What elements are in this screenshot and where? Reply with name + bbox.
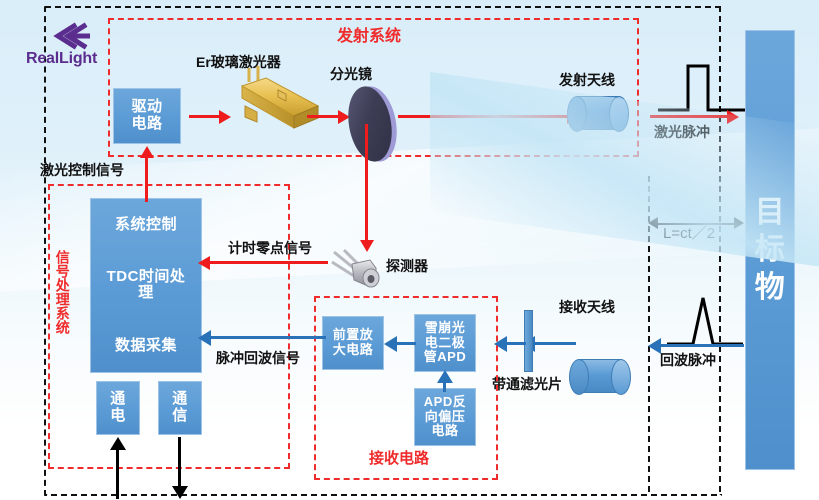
free-space-reference-line bbox=[648, 176, 650, 492]
square-pulse-waveform-icon bbox=[658, 64, 760, 112]
beam-splitter-disc-icon bbox=[348, 86, 397, 162]
comm-block: 通 信 bbox=[158, 381, 202, 435]
signal-processing-system-label: 信号处理系统 bbox=[54, 250, 71, 334]
bandpass-filter-label: 带通滤光片 bbox=[492, 376, 562, 392]
laser-control-signal-label: 激光控制信号 bbox=[40, 162, 124, 178]
arrow-drive-to-laser bbox=[189, 110, 231, 124]
arrow-apd-to-preamp bbox=[384, 336, 416, 352]
beam-splitter-label: 分光镜 bbox=[330, 66, 372, 82]
power-line1: 通 bbox=[110, 390, 126, 408]
receiving-circuit-label: 接收电路 bbox=[369, 450, 430, 467]
arrow-echo-pulse-in bbox=[648, 338, 744, 354]
laser-pulse-label: 激光脉冲 bbox=[654, 124, 710, 140]
system-control-block: 系统控制 TDC时间处 理 数据采集 bbox=[90, 198, 202, 373]
arrow-splitter-to-antenna bbox=[398, 110, 580, 124]
data-acquisition-label: 数据采集 bbox=[114, 336, 177, 354]
double-chevron-left-icon bbox=[53, 22, 90, 50]
drive-circuit-line2: 电路 bbox=[131, 115, 163, 132]
apd-bias-line3: 电路 bbox=[431, 423, 459, 439]
arrow-comm-out bbox=[172, 437, 188, 499]
arrow-filter-to-apd bbox=[494, 336, 526, 352]
photodetector-icon bbox=[331, 248, 380, 288]
system-boundary-dashed bbox=[44, 6, 722, 496]
arrow-timing-zero-signal bbox=[198, 256, 328, 270]
timing-zero-signal-label: 计时零点信号 bbox=[228, 240, 312, 256]
drive-circuit-line1: 驱动 bbox=[131, 98, 163, 116]
preamp-block: 前置放 大电路 bbox=[322, 316, 384, 370]
target-line1: 目 bbox=[754, 195, 786, 229]
laser-diode-icon bbox=[240, 66, 320, 129]
power-line2: 电 bbox=[110, 407, 126, 424]
signal-processing-system-group bbox=[48, 184, 290, 469]
target-line3: 物 bbox=[754, 270, 786, 304]
arrow-splitter-to-detector bbox=[360, 124, 374, 252]
power-block: 通 电 bbox=[96, 381, 140, 435]
apd-bias-line2: 向偏压 bbox=[424, 408, 466, 424]
transmit-antenna-icon bbox=[567, 96, 629, 132]
receive-antenna-label: 接收天线 bbox=[559, 299, 615, 315]
emission-system-label: 发射系统 bbox=[337, 28, 402, 45]
receive-antenna-icon bbox=[569, 359, 631, 395]
comm-line1: 通 bbox=[172, 390, 188, 408]
range-dimension bbox=[648, 212, 748, 236]
system-control-label: 系统控制 bbox=[114, 215, 177, 233]
preamp-line2: 大电路 bbox=[332, 342, 374, 357]
apd-block: 雪崩光 电二极 管APD bbox=[414, 314, 476, 372]
target-line2: 标 bbox=[754, 233, 786, 267]
apd-line3: 管APD bbox=[423, 349, 467, 365]
arrow-bias-to-apd bbox=[437, 370, 453, 392]
pulse-echo-signal-label: 脉冲回波信号 bbox=[216, 350, 300, 366]
arrow-laser-control-signal bbox=[140, 146, 154, 202]
brand-name: RealLight bbox=[26, 50, 98, 67]
apd-line2: 电二极 bbox=[424, 334, 466, 350]
bandpass-filter-icon bbox=[524, 310, 533, 372]
tdc-label: TDC时间处 理 bbox=[106, 267, 186, 302]
arrow-laser-pulse-out bbox=[650, 110, 740, 124]
transmit-antenna-label: 发射天线 bbox=[559, 72, 615, 88]
arrow-pulse-echo-signal bbox=[198, 330, 326, 346]
target-object-block: 目 标 物 bbox=[745, 30, 795, 470]
range-equation-label: L=ct／2 bbox=[663, 225, 716, 242]
echo-pulse-label: 回波脉冲 bbox=[660, 352, 716, 368]
arrow-laser-to-splitter bbox=[307, 110, 351, 124]
arrow-power-in bbox=[110, 437, 126, 499]
receiving-circuit-group bbox=[314, 296, 498, 480]
comm-line2: 信 bbox=[172, 407, 188, 424]
detector-label: 探测器 bbox=[386, 258, 428, 274]
preamp-line1: 前置放 bbox=[332, 327, 374, 343]
system-free-space-divider bbox=[719, 6, 721, 492]
apd-line1: 雪崩光 bbox=[424, 320, 466, 336]
drive-circuit-block: 驱动 电路 bbox=[113, 88, 181, 144]
apd-bias-block: APD反 向偏压 电路 bbox=[414, 388, 476, 446]
apd-bias-line1: APD反 bbox=[423, 394, 467, 410]
brand-logo: RealLight bbox=[24, 22, 120, 74]
er-glass-laser-label: Er玻璃激光器 bbox=[196, 54, 281, 70]
